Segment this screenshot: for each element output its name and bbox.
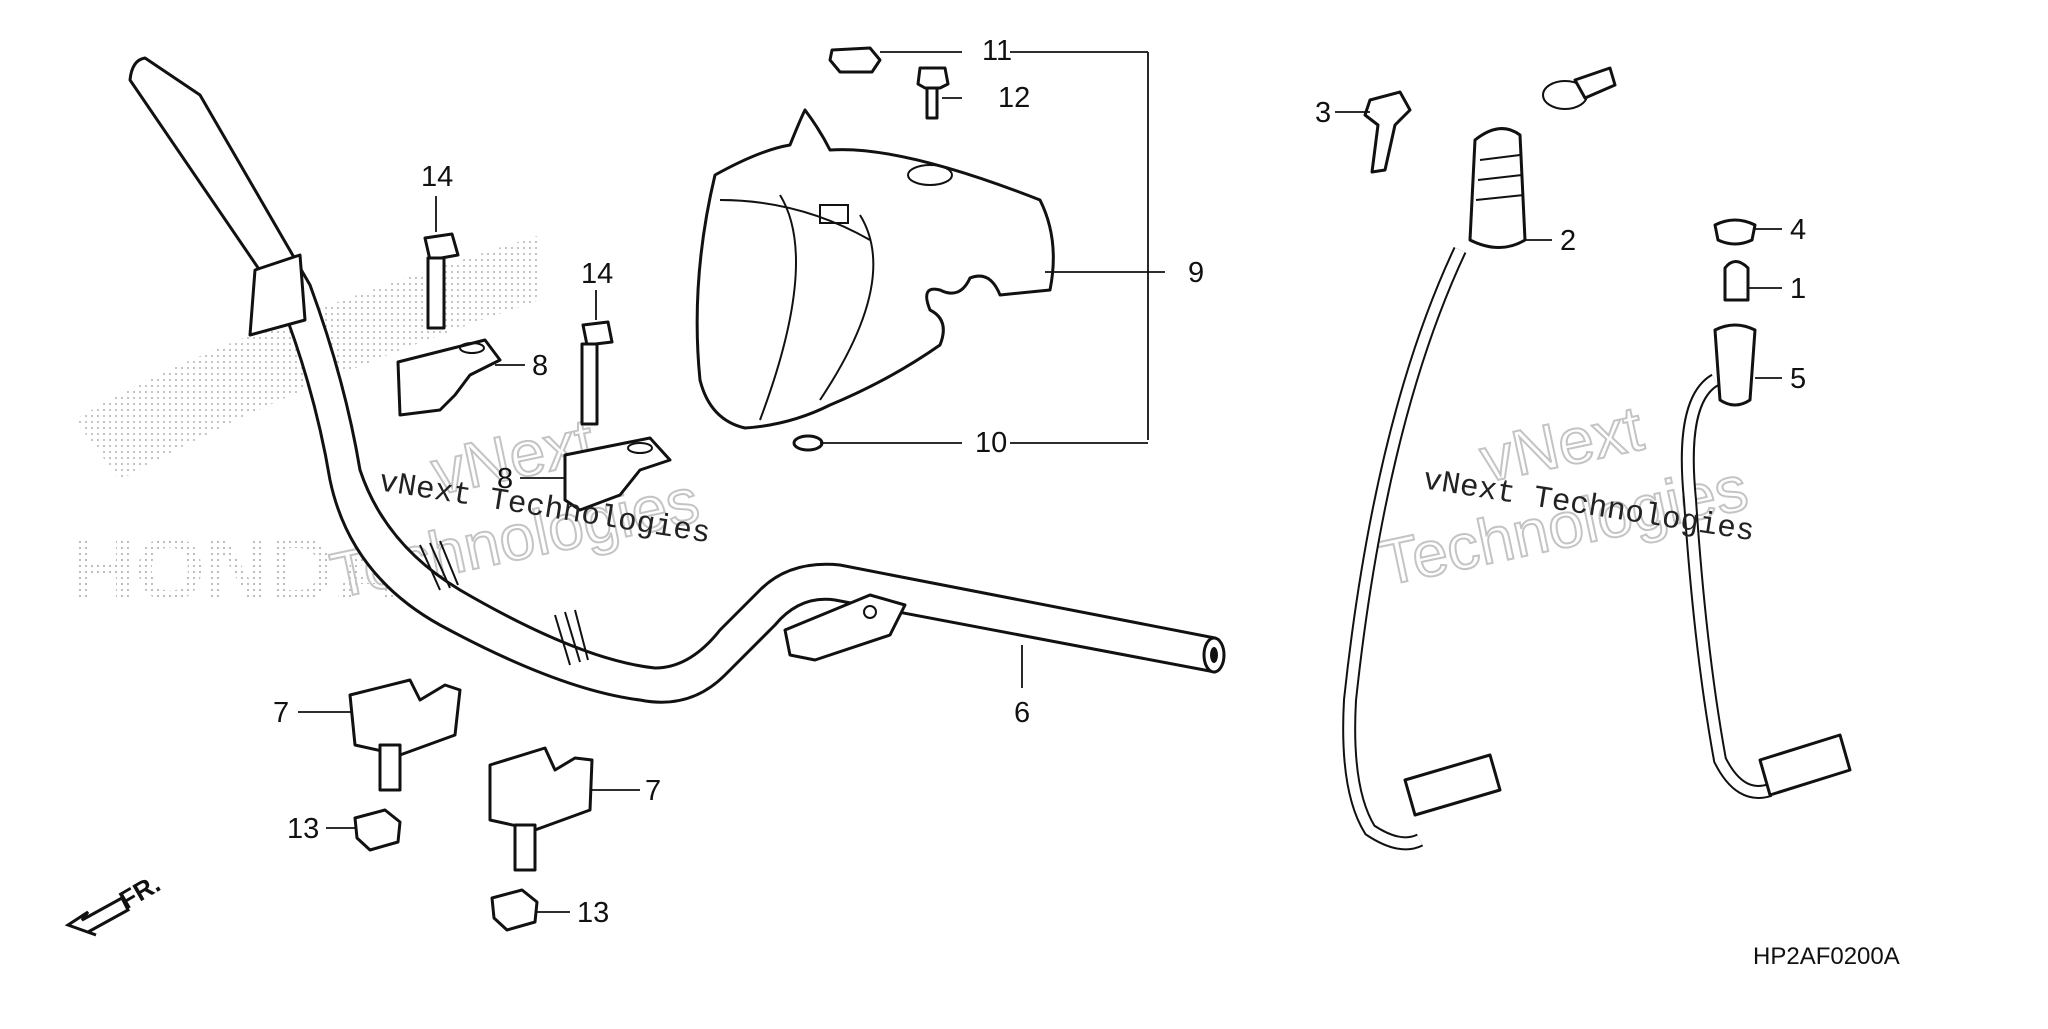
callout-7-left: 7 xyxy=(273,697,289,729)
front-direction-indicator: FR. xyxy=(64,868,165,937)
callout-13-left: 13 xyxy=(287,813,319,845)
clip-part xyxy=(792,434,824,452)
holder-upper-part-left xyxy=(396,338,502,417)
holder-upper-part-right xyxy=(563,436,672,512)
callout-13-right: 13 xyxy=(577,897,609,929)
socket-part xyxy=(1680,323,1852,799)
callout-3: 3 xyxy=(1315,97,1331,129)
ignition-switch-part xyxy=(1342,127,1527,851)
front-arrow-icon xyxy=(64,895,130,937)
callout-7-right: 7 xyxy=(645,775,661,807)
callout-2: 2 xyxy=(1560,225,1576,257)
holder-lower-part-right xyxy=(488,746,594,872)
bulb-part xyxy=(1723,260,1750,302)
nut-part-left xyxy=(353,808,402,852)
handlebar-bracket-left xyxy=(248,253,307,337)
key-part xyxy=(1363,90,1412,174)
cap-part xyxy=(828,46,882,74)
callout-11: 11 xyxy=(982,35,1012,67)
socket-connector xyxy=(1758,733,1852,797)
callout-9: 9 xyxy=(1188,257,1204,289)
drawing-code: HP2AF0200A xyxy=(1753,943,1900,970)
socket-cap-part xyxy=(1713,218,1757,246)
callout-8-lower: 8 xyxy=(497,463,513,495)
callout-1: 1 xyxy=(1790,273,1806,305)
callout-12: 12 xyxy=(998,82,1030,114)
switch-connector xyxy=(1403,753,1502,817)
callout-8-upper: 8 xyxy=(532,350,548,382)
callout-14-left: 14 xyxy=(421,161,453,193)
key-ring-part xyxy=(1542,66,1617,110)
handlebar-cover-part xyxy=(695,108,1055,430)
handlebar-part xyxy=(128,56,1226,704)
bolt-part-right xyxy=(580,320,614,426)
callout-5: 5 xyxy=(1790,363,1806,395)
callout-4: 4 xyxy=(1790,214,1806,246)
callout-14-right: 14 xyxy=(581,258,613,290)
holder-lower-part-left xyxy=(348,678,462,792)
callout-6: 6 xyxy=(1014,697,1030,729)
screw-part xyxy=(916,66,950,120)
callout-10: 10 xyxy=(975,427,1007,459)
nut-part-right xyxy=(490,888,539,932)
brand-watermark-text: HONDA xyxy=(70,520,400,620)
leader-lines xyxy=(298,51,1782,913)
bolt-part-left xyxy=(423,232,460,330)
